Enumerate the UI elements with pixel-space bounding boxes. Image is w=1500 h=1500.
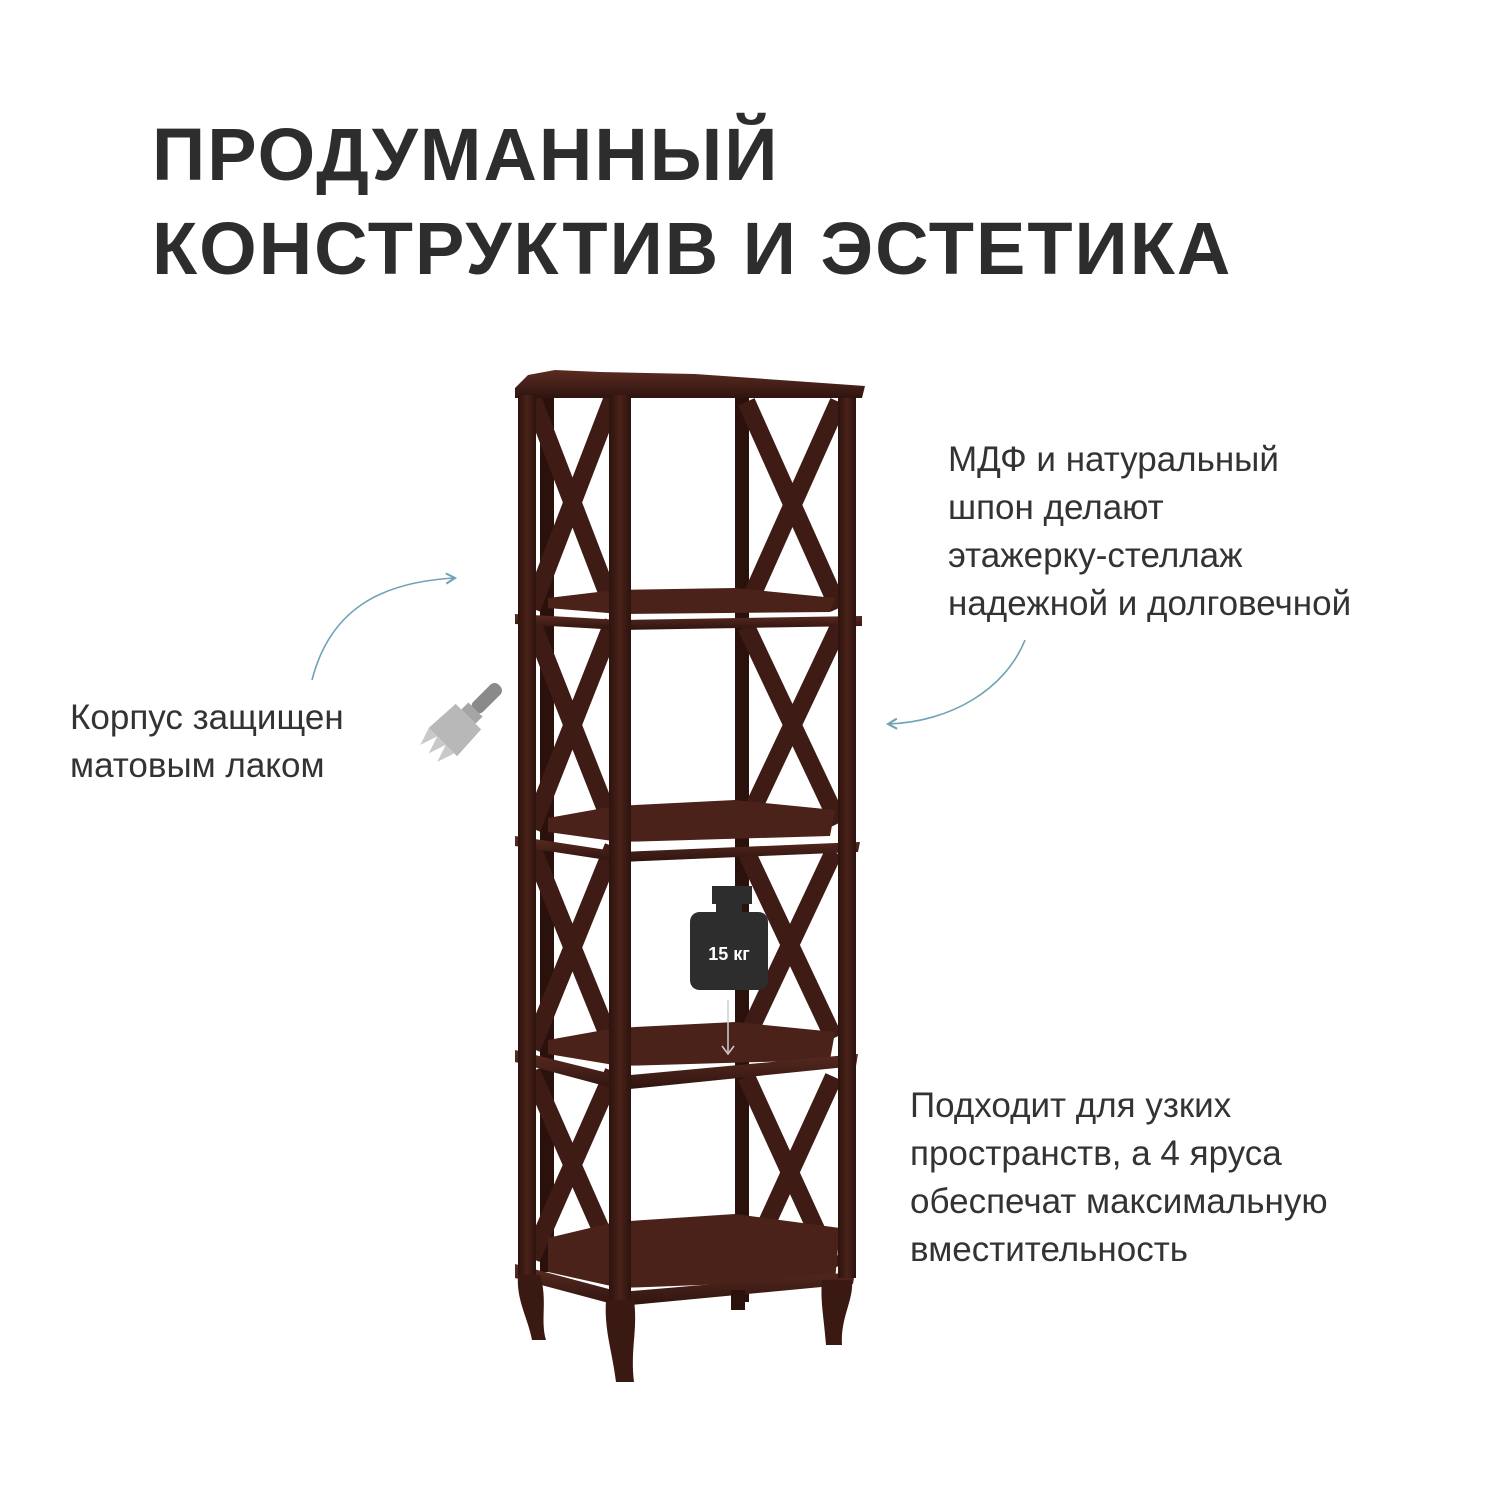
paint-brush-icon — [420, 683, 502, 762]
shelf-surface-3 — [548, 1022, 835, 1066]
note-lacquer-line-2: матовым лаком — [70, 746, 325, 785]
callout-arrow-material — [885, 639, 1026, 730]
leg-back — [731, 1290, 745, 1310]
note-capacity-line-4: вместительность — [910, 1230, 1188, 1269]
title-line-2: КОНСТРУКТИВ И ЭСТЕТИКА — [152, 207, 1233, 290]
weight-label: 15 кг — [708, 944, 750, 964]
weight-icon — [690, 886, 768, 1056]
note-capacity-line-2: пространств, а 4 яруса — [910, 1134, 1282, 1173]
shelf-edge-3 — [515, 1050, 858, 1090]
note-capacity-line-3: обеспечат максимальную — [910, 1182, 1328, 1221]
leg-right — [821, 1280, 853, 1345]
note-material-line-3: этажерку-стеллаж — [948, 536, 1243, 575]
note-capacity: Подходит для узких пространств, а 4 ярус… — [910, 1082, 1328, 1274]
front-post-left — [518, 395, 536, 1275]
shelf-edge-1 — [515, 614, 862, 630]
leg-left — [517, 1275, 546, 1340]
shelf-edge-2 — [515, 836, 860, 862]
callout-arrow-lacquer — [311, 572, 458, 681]
weight-arrow-head — [721, 1045, 735, 1056]
note-lacquer: Корпус защищен матовым лаком — [70, 694, 344, 790]
page-title: ПРОДУМАННЫЙ КОНСТРУКТИВ И ЭСТЕТИКА — [152, 108, 1232, 296]
note-capacity-line-1: Подходит для узких — [910, 1086, 1232, 1125]
leg-front — [605, 1300, 636, 1382]
front-post-middle — [609, 395, 631, 1305]
shelf-edge-4 — [515, 1264, 855, 1306]
shelf-top-board — [515, 370, 865, 398]
note-material-line-4: надежной и долговечной — [948, 584, 1352, 623]
side-braces-left — [523, 393, 622, 1262]
note-lacquer-line-1: Корпус защищен — [70, 698, 344, 737]
shelf-surface-1 — [548, 588, 835, 614]
bookshelf — [515, 370, 865, 1382]
note-material: МДФ и натуральный шпон делают этажерку-с… — [948, 436, 1351, 628]
note-material-line-2: шпон делают — [948, 488, 1164, 527]
shelf-surface-2 — [548, 800, 835, 842]
note-material-line-1: МДФ и натуральный — [948, 440, 1279, 479]
front-post-right — [838, 398, 856, 1278]
title-line-1: ПРОДУМАННЫЙ — [152, 113, 780, 196]
